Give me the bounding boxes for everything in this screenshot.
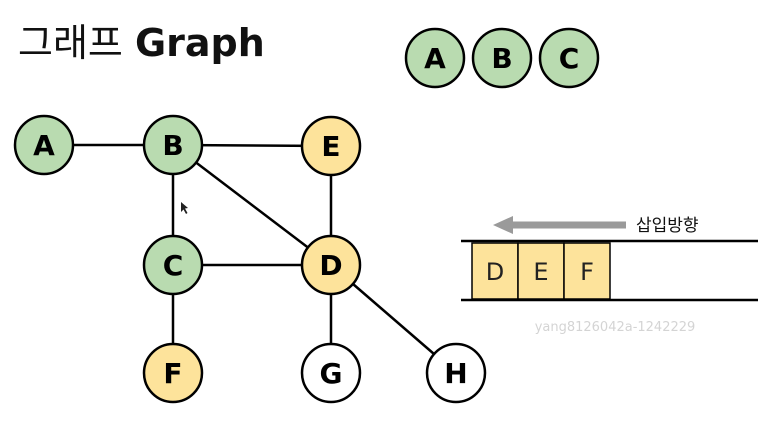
- visited-item-a-circle: [404, 27, 466, 89]
- visited-item-a-label: A: [424, 42, 446, 75]
- mouse-cursor-icon: [181, 202, 188, 214]
- graph-nodes: A B C D E F G H: [13, 114, 487, 404]
- visited-item-c: C: [538, 27, 600, 89]
- node-e-circle: [300, 115, 362, 177]
- node-a-circle: [13, 114, 75, 176]
- queue-cell-e: E: [517, 242, 565, 300]
- node-h-label: H: [444, 357, 467, 390]
- node-d-label: D: [319, 249, 342, 282]
- node-e: E: [300, 115, 362, 177]
- node-b: B: [142, 114, 204, 176]
- visited-item-c-circle: [538, 27, 600, 89]
- queue-cell-label: F: [580, 258, 594, 286]
- queue-cell-d: D: [471, 242, 519, 300]
- insert-direction-arrow-head: [493, 216, 513, 234]
- edge-b-d: [172, 144, 332, 266]
- visited-item-b-circle: [471, 27, 533, 89]
- node-f-circle: [142, 342, 204, 404]
- node-a-label: A: [33, 129, 55, 162]
- node-a: A: [13, 114, 75, 176]
- graph-edges: [44, 143, 457, 374]
- node-f: F: [142, 342, 204, 404]
- queue-cell-label: D: [486, 258, 504, 286]
- queue-cell-box: [563, 242, 611, 300]
- node-f-label: F: [163, 357, 182, 390]
- visited-list: A B C: [404, 27, 600, 89]
- queue-cell-f: F: [563, 242, 611, 300]
- node-g-label: G: [320, 357, 343, 390]
- insert-direction-arrow: [493, 216, 626, 234]
- queue-cell-box: [517, 242, 565, 300]
- queue-cells: D E F: [471, 242, 611, 300]
- title-english: Graph: [134, 21, 265, 65]
- title-korean: 그래프: [18, 21, 123, 65]
- node-d-circle: [300, 234, 362, 296]
- node-b-label: B: [162, 129, 183, 162]
- visited-item-c-label: C: [559, 42, 580, 75]
- page-title: 그래프 Graph: [18, 12, 265, 67]
- node-g: G: [300, 342, 362, 404]
- node-b-circle: [142, 114, 204, 176]
- node-d: D: [300, 234, 362, 296]
- watermark: yang8126042a-1242229: [535, 320, 696, 335]
- visited-item-b-label: B: [491, 42, 512, 75]
- insert-direction-label: 삽입방향: [636, 216, 699, 236]
- node-c: C: [142, 234, 204, 296]
- node-e-label: E: [321, 130, 340, 163]
- visited-item-b: B: [471, 27, 533, 89]
- visited-item-a: A: [404, 27, 466, 89]
- node-c-circle: [142, 234, 204, 296]
- queue: D E F 삽입방향: [461, 216, 758, 302]
- node-h-circle: [425, 342, 487, 404]
- queue-cell-label: E: [533, 258, 548, 286]
- node-c-label: C: [163, 249, 184, 282]
- node-h: H: [425, 342, 487, 404]
- node-g-circle: [300, 342, 362, 404]
